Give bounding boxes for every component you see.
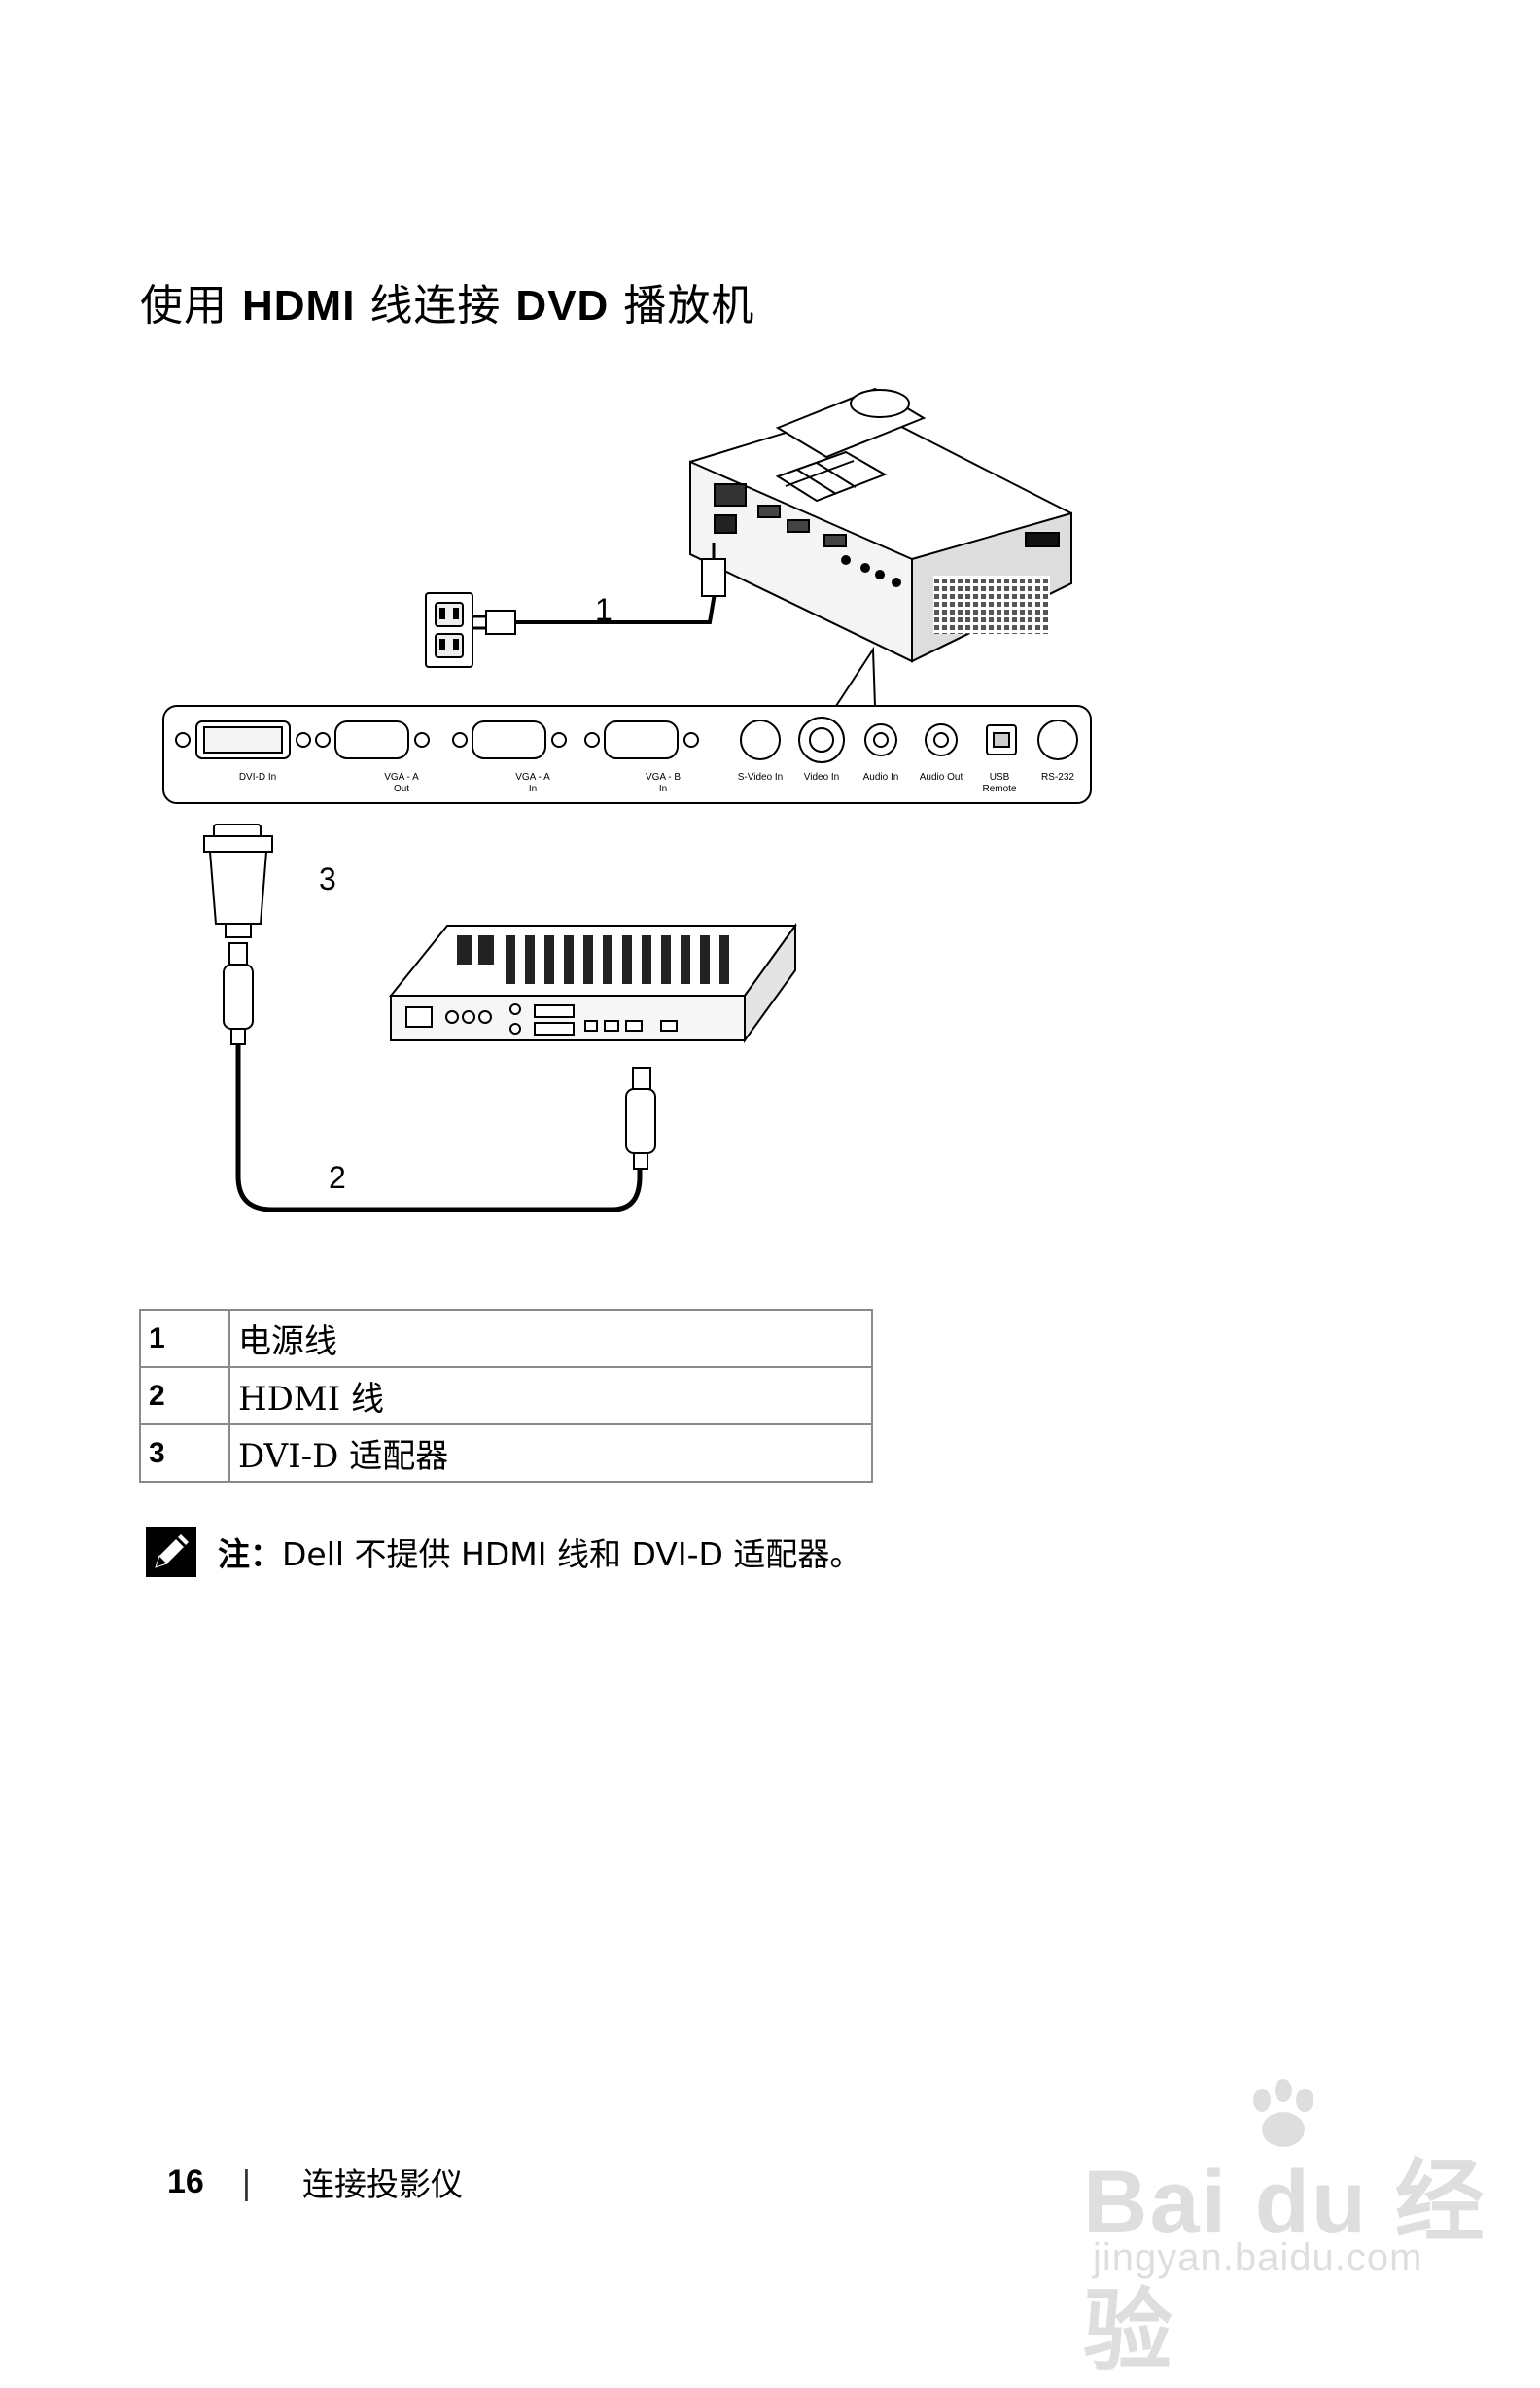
dvi-d-adapter-illustration	[203, 824, 273, 938]
table-row: 2 HDMI 线	[139, 1366, 873, 1425]
connection-diagram: 1 DVI-D In VGA - A Out VGA - A In VGA - …	[162, 387, 1092, 1212]
power-cable	[472, 543, 726, 635]
legend-description: 电源线	[228, 1309, 873, 1368]
footer-separator: |	[240, 2162, 252, 2201]
callout-2: 2	[329, 1160, 346, 1195]
callout-1: 1	[595, 592, 612, 627]
port-label-vga-b-in-2: In	[659, 784, 667, 794]
legend-number: 2	[139, 1366, 230, 1425]
note: 注：Dell 不提供 HDMI 线和 DVI-D 适配器。	[146, 1527, 861, 1577]
panel-callout-line	[835, 646, 876, 707]
projector-illustration	[689, 387, 1072, 663]
port-label-audio-in: Audio In	[863, 772, 899, 783]
legend-number: 3	[139, 1423, 230, 1483]
watermark-url: jingyan.baidu.com	[1093, 2236, 1423, 2279]
table-row: 1 电源线	[139, 1309, 873, 1368]
legend-table: 1 电源线 2 HDMI 线 3 DVI-D 适配器	[139, 1309, 873, 1483]
port-label-vga-a-out: VGA - A	[384, 772, 419, 783]
note-text: Dell 不提供 HDMI 线和 DVI-D 适配器。	[282, 1535, 862, 1573]
port-label-vga-a-in-2: In	[529, 784, 537, 794]
port-label-vga-a-out-2: Out	[394, 784, 409, 794]
legend-description: DVI-D 适配器	[228, 1423, 873, 1483]
connector-panel	[162, 705, 1092, 804]
dvd-player-illustration	[388, 922, 797, 1044]
page-number: 16	[167, 2162, 204, 2200]
table-row: 3 DVI-D 适配器	[139, 1423, 873, 1483]
port-label-vga-b-in: VGA - B	[646, 772, 681, 783]
port-label-audio-out: Audio Out	[920, 772, 963, 783]
port-label-usb-remote: Remote	[982, 784, 1016, 794]
watermark: Bai du 经验 jingyan.baidu.com	[1077, 2071, 1505, 2381]
hdmi-cable-illustration	[223, 942, 656, 1212]
section-title: 连接投影仪	[301, 2165, 463, 2203]
legend-description: HDMI 线	[228, 1366, 873, 1425]
power-outlet-icon	[425, 592, 473, 668]
pencil-note-icon	[146, 1527, 196, 1577]
port-label-rs-232: RS-232	[1041, 772, 1074, 783]
port-label-usb: USB	[990, 772, 1010, 783]
note-label: 注：	[218, 1535, 282, 1573]
page-title: 使用 HDMI 线连接 DVD 播放机	[140, 281, 755, 331]
port-label-vga-a-in: VGA - A	[515, 772, 550, 783]
page-footer: 16 | 连接投影仪	[167, 2159, 463, 2205]
port-label-s-video-in: S-Video In	[738, 772, 784, 783]
port-label-video-in: Video In	[804, 772, 840, 783]
port-label-dvi-d-in: DVI-D In	[239, 772, 276, 783]
paw-icon	[1253, 2079, 1313, 2147]
callout-3: 3	[319, 861, 336, 896]
legend-number: 1	[139, 1309, 230, 1368]
